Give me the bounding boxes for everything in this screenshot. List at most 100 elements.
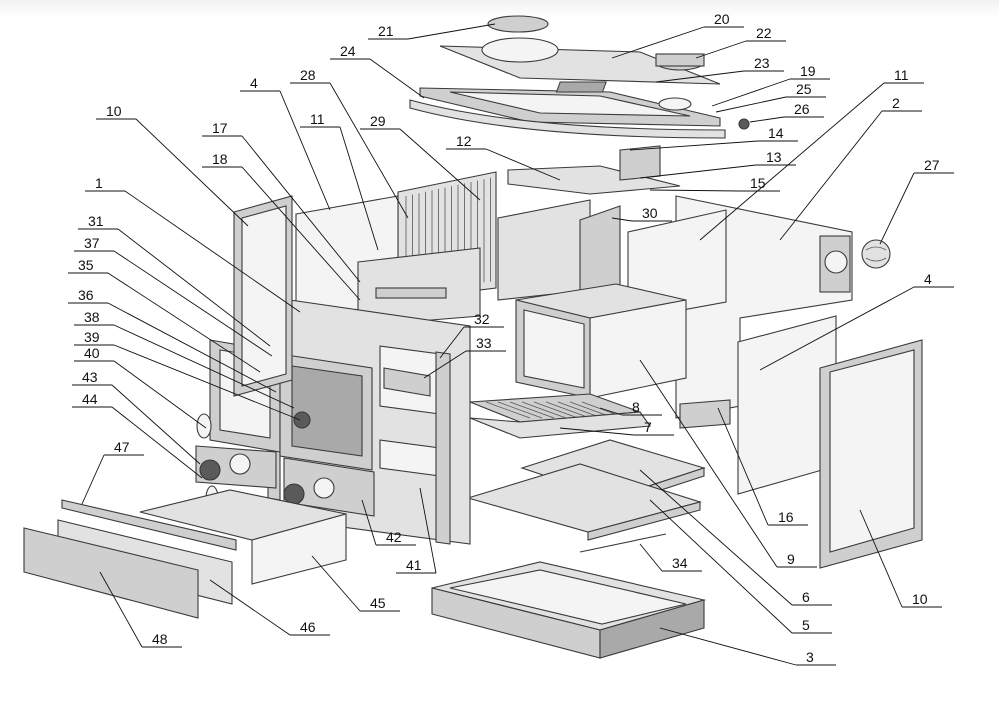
handrail-bar-24 <box>409 99 726 139</box>
callout-45-47: 45 <box>311 555 400 612</box>
callout-8-8: 8 <box>599 399 662 416</box>
callout-leader-line <box>659 627 797 666</box>
callout-4-4: 4 <box>759 271 954 371</box>
callout-7-7: 7 <box>559 419 674 436</box>
part-number-label: 40 <box>84 345 100 361</box>
part-number-label: 47 <box>114 439 130 455</box>
callout-leader-line <box>695 40 747 59</box>
callout-leader-line <box>629 140 759 151</box>
drawer-rail-47 <box>61 499 237 551</box>
part-number-label: 20 <box>714 11 730 27</box>
callout-24-26: 24 <box>330 43 425 99</box>
part-number-label: 41 <box>406 557 422 573</box>
part-number-label: 37 <box>84 235 100 251</box>
callout-31-33: 31 <box>78 213 271 347</box>
callout-leader-line <box>759 286 915 371</box>
callout-19-21: 19 <box>711 63 830 107</box>
ash-pan-3 <box>431 561 707 659</box>
callout-36-38: 36 <box>68 287 277 393</box>
callout-2-1: 2 <box>779 95 922 241</box>
part-number-label: 13 <box>766 149 782 165</box>
part-number-label: 21 <box>378 23 394 39</box>
flue-collar-22 <box>655 53 705 71</box>
callout-47-49: 47 <box>81 439 144 505</box>
callout-10-10: 10 <box>96 103 249 227</box>
grate-bar <box>545 401 591 419</box>
callout-leader-line <box>559 427 635 436</box>
callout-leader-line <box>655 70 745 83</box>
callout-22-24: 22 <box>695 25 786 59</box>
part-number-label: 36 <box>78 287 94 303</box>
grate-bar <box>533 401 579 419</box>
callout-leader-line <box>107 302 277 393</box>
callout-23-25: 23 <box>655 55 784 83</box>
callout-leader-line <box>749 116 785 123</box>
part-number-label: 9 <box>787 551 795 567</box>
callout-4-3: 4 <box>240 75 331 211</box>
callout-42-44: 42 <box>361 499 416 546</box>
callout-leader-line <box>779 110 883 241</box>
drawer-cover-48 <box>23 527 199 619</box>
callout-27-29: 27 <box>879 157 954 245</box>
callout-leader-line <box>419 487 437 574</box>
callout-41-43: 41 <box>396 487 437 574</box>
callout-16-18: 16 <box>717 407 808 526</box>
callout-leader-line <box>711 78 791 107</box>
part-number-label: 38 <box>84 309 100 325</box>
callout-leader-line <box>113 360 207 429</box>
callout-14-16: 14 <box>629 125 798 151</box>
part-number-label: 1 <box>95 175 103 191</box>
callout-15-17: 15 <box>649 175 780 192</box>
callout-leader-line <box>611 26 705 59</box>
callout-10-11: 10 <box>859 509 942 608</box>
callout-leader-line <box>311 555 361 612</box>
callout-leader-line <box>639 543 663 572</box>
baffle-30 <box>497 199 621 311</box>
door-right-38-39 <box>279 353 373 471</box>
part-number-label: 24 <box>340 43 356 59</box>
grate-bar <box>509 401 555 419</box>
callout-leader-line <box>485 148 561 181</box>
callout-38-40: 38 <box>74 309 295 409</box>
callout-34-36: 34 <box>639 543 702 572</box>
callout-leader-line <box>113 250 273 357</box>
callout-25-27: 25 <box>715 81 826 113</box>
callout-43-45: 43 <box>72 369 201 465</box>
part-number-label: 11 <box>310 111 325 127</box>
part-number-label: 5 <box>802 617 810 633</box>
callout-leader-line <box>879 172 915 245</box>
callout-leader-line <box>117 228 271 347</box>
part-number-label: 43 <box>82 369 98 385</box>
callout-11-13: 11 <box>699 67 924 241</box>
part-number-label: 28 <box>300 67 316 83</box>
callout-17-19: 17 <box>202 120 361 283</box>
callout-leader-line <box>81 454 105 505</box>
callout-leader-line <box>611 217 633 222</box>
callout-40-42: 40 <box>74 345 207 429</box>
callout-leader-line <box>241 135 361 283</box>
callout-leader-line <box>649 189 741 192</box>
callout-11-12: 11 <box>300 111 379 251</box>
part-number-label: 45 <box>370 595 386 611</box>
callout-leader-line <box>329 82 409 219</box>
callout-32-34: 32 <box>439 311 504 359</box>
callout-3-2: 3 <box>659 627 836 666</box>
part-number-label: 3 <box>806 649 814 665</box>
part-number-label: 8 <box>632 399 640 415</box>
callout-leader-line <box>241 166 361 301</box>
part-number-label: 12 <box>456 133 472 149</box>
knob-26 <box>738 118 750 130</box>
callout-37-39: 37 <box>74 235 273 357</box>
part-number-label: 4 <box>250 75 258 91</box>
callout-39-41: 39 <box>74 329 301 421</box>
part-number-label: 14 <box>768 125 784 141</box>
bracket-16 <box>679 399 731 429</box>
callout-leader-line <box>361 499 377 546</box>
callout-33-35: 33 <box>423 335 506 379</box>
callout-21-23: 21 <box>368 23 496 40</box>
part-number-label: 18 <box>212 151 228 167</box>
part-number-label: 10 <box>912 591 928 607</box>
callout-20-22: 20 <box>611 11 744 59</box>
